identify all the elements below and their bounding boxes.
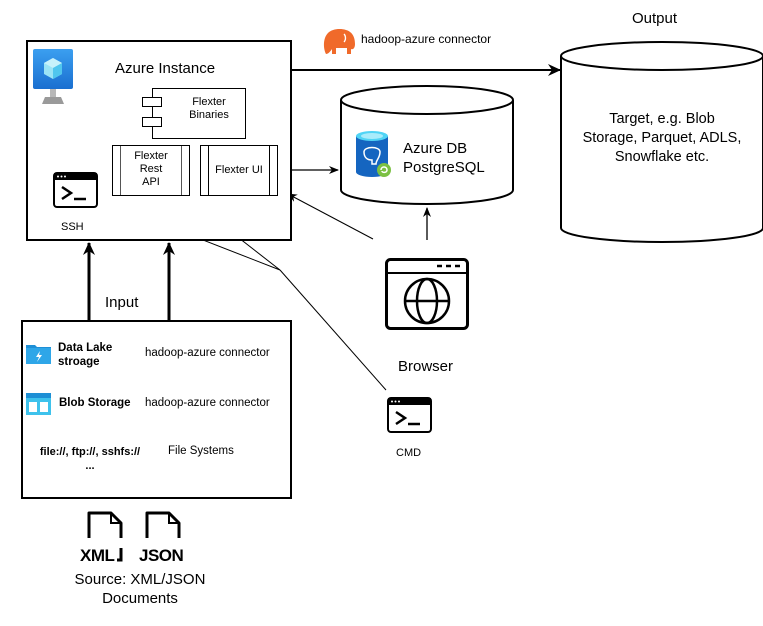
component-port-icon xyxy=(142,97,162,107)
json-label: JSON xyxy=(139,546,184,565)
xml-label: XML xyxy=(80,546,115,565)
db-name-line1: Azure DB xyxy=(403,140,468,157)
component-port-icon xyxy=(142,117,162,127)
edge-cmd-to-junction xyxy=(279,269,387,391)
edge-browser-to-ui xyxy=(287,193,374,240)
flexter-binaries-label: Flexter Binaries xyxy=(189,96,229,121)
process-divider xyxy=(120,146,121,195)
top-connector-label: hadoop-azure connector xyxy=(361,32,492,46)
database-cylinder xyxy=(340,85,514,205)
input-title: Input xyxy=(105,294,139,311)
process-divider xyxy=(208,146,209,195)
flexter-rest-api-process[interactable]: Flexter Rest API xyxy=(112,145,190,196)
hadoop-elephant-icon xyxy=(322,28,356,56)
input-sources-box[interactable] xyxy=(21,320,292,499)
flexter-ui-label: Flexter UI xyxy=(215,164,263,176)
azure-vm-icon xyxy=(33,49,73,105)
source-name: Blob Storage xyxy=(59,397,131,409)
process-divider xyxy=(181,146,182,195)
source-name: file://, ftp://, sshfs:// ... xyxy=(39,446,141,472)
source-connector: File Systems xyxy=(168,445,234,457)
db-name-line2: PostgreSQL xyxy=(403,159,485,176)
browser-globe-icon xyxy=(385,258,469,330)
json-file-icon xyxy=(143,510,187,565)
flexter-binaries-component[interactable]: Flexter Binaries xyxy=(152,88,246,139)
blob-storage-icon xyxy=(26,393,51,415)
process-divider xyxy=(269,146,270,195)
azure-instance-title: Azure Instance xyxy=(115,60,216,77)
source-connector: hadoop-azure connector xyxy=(145,397,270,409)
source-name: Data Lake stroage xyxy=(58,342,113,368)
terminal-icon xyxy=(387,397,432,433)
output-title: Output xyxy=(632,10,678,27)
output-cylinder xyxy=(560,41,763,243)
source-caption: Source: XML/JSON Documents xyxy=(74,571,206,607)
data-lake-icon xyxy=(26,343,51,364)
cmd-label: CMD xyxy=(396,447,422,459)
xml-file-icon xyxy=(83,510,127,565)
output-text: Target, e.g. Blob Storage, Parquet, ADLS… xyxy=(582,111,742,165)
ssh-terminal-icon xyxy=(53,172,98,208)
flexter-rest-api-label: Flexter Rest API xyxy=(134,150,168,188)
browser-label: Browser xyxy=(398,358,454,375)
azure-postgresql-icon xyxy=(354,130,392,178)
ssh-label: SSH xyxy=(61,221,84,233)
flexter-ui-process[interactable]: Flexter UI xyxy=(200,145,278,196)
source-connector: hadoop-azure connector xyxy=(145,347,270,359)
